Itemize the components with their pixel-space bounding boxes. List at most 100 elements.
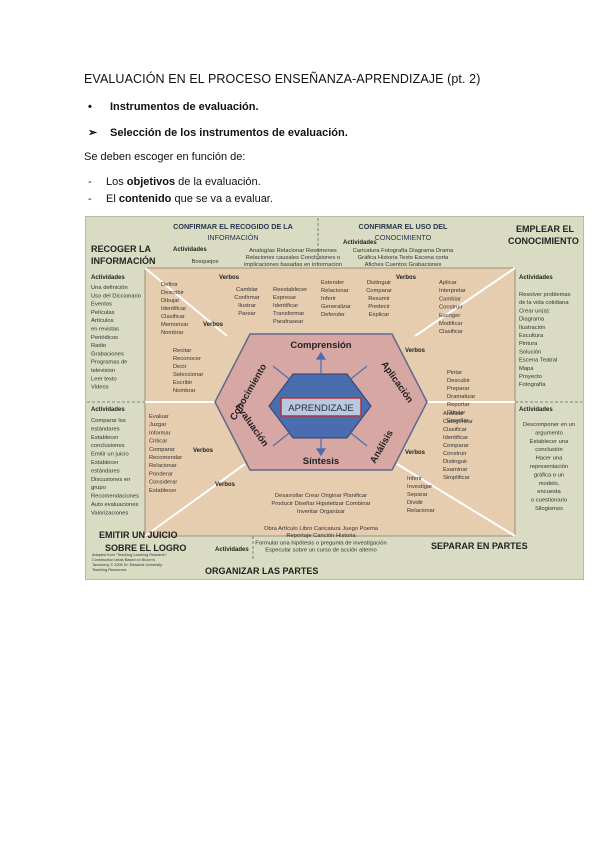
act-tl-line: Radio xyxy=(91,343,106,349)
verb-apl-a-line: Aplicar xyxy=(439,280,457,286)
verb-ana-a-line: Simplificar xyxy=(443,475,470,481)
heading-organizar: ORGANIZAR LAS PARTES xyxy=(205,566,318,576)
act-tmr-line: Afiches Cuentos Grabaciones xyxy=(365,262,442,268)
verb-eval-line: Considerar xyxy=(149,480,177,486)
verb-con-d-line: Reconocer xyxy=(173,356,201,362)
act-tml-line: Analogías Relacionar Resumenes xyxy=(249,248,337,254)
act-mr-line: Hacer una xyxy=(536,456,564,462)
verb-ana-a-line: Clasificar xyxy=(443,427,467,433)
list-text-pre: El xyxy=(106,193,119,205)
act-mr-line: Silogismos xyxy=(535,506,563,512)
act-ml-line: Auto evaluaciones xyxy=(91,502,138,508)
verb-con-a-line: Nombrar xyxy=(161,330,184,336)
label-sintesis: Síntesis xyxy=(303,456,339,467)
act-mr-line: argumento xyxy=(535,430,563,436)
label-verbos-con: Verbos xyxy=(219,275,240,281)
act-tml-line: Relaciones causales Conclusiones o xyxy=(246,255,340,261)
verb-con-d-line: Seleccionar xyxy=(173,372,203,378)
verb-eval-line: Ponderar xyxy=(149,471,173,477)
verb-ana-a-line: Comparar xyxy=(443,443,469,449)
act-tr-line: Fotografía xyxy=(519,382,546,388)
act-mr-line: o cuestionario xyxy=(531,498,567,504)
bullet-text: Selección de los instrumentos de evaluac… xyxy=(110,127,348,139)
act-tl-line: en revistas xyxy=(91,327,119,333)
act-ml-line: Valorizaciones xyxy=(91,510,128,516)
heading-recoger-2: INFORMACIÓN xyxy=(91,255,156,266)
act-mr-line: gráfica o un xyxy=(534,472,564,478)
act-tl-line: Uso del Diccionario xyxy=(91,293,141,299)
act-tml-left-line: Bosquejos xyxy=(191,259,218,265)
verb-comp-b-line: Resumir xyxy=(368,296,390,302)
verb-ana-a-line: Analizar xyxy=(443,411,464,417)
act-tmr-line: Gráfica Historia Texto Escena corta xyxy=(358,255,450,261)
act-bm-line: Reportaje Canción Historia xyxy=(286,533,356,539)
label-actividades-tl: Actividades xyxy=(91,275,125,281)
act-ml-line: grupo xyxy=(91,485,106,491)
verb-eval-line: Recomendar xyxy=(149,455,182,461)
act-tl-line: television xyxy=(91,368,115,374)
act-tl-line: Leer texto xyxy=(91,376,117,382)
act-tl-line: Grabaciones xyxy=(91,351,124,357)
verb-apl-b-line: Descubir xyxy=(447,378,470,384)
act-ml-line: Comparar los xyxy=(91,418,126,424)
page-title: EVALUACIÓN EN EL PROCESO ENSEÑANZA-APREN… xyxy=(84,72,481,86)
verb-apl-b-line: Dramatizar xyxy=(447,394,475,400)
verb-eval-line: Relacionar xyxy=(149,463,177,469)
heading-emplear-1: EMPLEAR EL xyxy=(516,224,575,234)
verb-con-c-line: Identificar xyxy=(273,303,298,309)
label-verbos-sin: Verbos xyxy=(215,482,236,488)
verb-ana-b-line: Dividir xyxy=(407,500,423,506)
verb-comp-a-line: Inferir xyxy=(321,296,336,302)
bullet-item-instrumentos: •Instrumentos de evaluación. xyxy=(88,101,259,113)
heading-emitir-2: SOBRE EL LOGRO xyxy=(105,543,186,553)
center-label: APRENDIZAJE xyxy=(288,403,353,414)
verb-sin-line: Inventar Organizar xyxy=(297,509,345,515)
verb-con-b-line: Confirmar xyxy=(234,295,260,301)
act-tl-line: Videos xyxy=(91,385,109,391)
verb-con-a-line: Describir xyxy=(161,290,184,296)
act-mr-line: encuesta xyxy=(537,489,561,495)
act-ml-line: Establecer xyxy=(91,435,118,441)
act-tr-line: Crear un(a): xyxy=(519,308,551,314)
top-mid-headings: CONFIRMAR EL RECOGIDO DE LA INFORMACIÓN … xyxy=(173,222,448,242)
center-box xyxy=(280,397,362,417)
bloom-taxonomy-diagram: APRENDIZAJE Comprensión Síntesis Aplicac… xyxy=(85,216,584,580)
verb-eval-line: Evaluar xyxy=(149,414,169,420)
verb-apl-a-line: Interpretar xyxy=(439,288,466,294)
act-bm-line: Formular una hipótesis o pregunta de inv… xyxy=(255,540,386,546)
corner-headings: RECOGER LA INFORMACIÓN EMPLEAR EL CONOCI… xyxy=(91,224,579,576)
verb-comp-b-line: Comparar xyxy=(366,288,392,294)
verb-comp-b-line: Explicar xyxy=(369,312,390,318)
verb-comp-a-line: Relacionar xyxy=(321,288,349,294)
list-text-pre: Los xyxy=(106,176,127,188)
verbos-labels: Verbos Verbos Verbos Verbos Verbos Verbo… xyxy=(193,275,426,488)
act-tl-line: Eventos xyxy=(91,302,112,308)
act-tr-line: Escena Teatral xyxy=(519,358,557,364)
heading-confirmar-uso-2: CONOCIMIENTO xyxy=(375,233,432,242)
list-text-bold: contenido xyxy=(118,193,172,205)
verb-ana-b-line: Investigar xyxy=(407,484,432,490)
heading-separar: SEPARAR EN PARTES xyxy=(431,541,528,551)
verb-apl-a-line: Escoger xyxy=(439,313,460,319)
act-tr-line: Diagrama xyxy=(519,317,545,323)
verb-con-d-line: Nombrar xyxy=(173,388,196,394)
act-tl-line: Periódicos xyxy=(91,335,118,341)
credit-line: Adapted from "Teaching Learning Research… xyxy=(92,553,168,557)
corner-connectors xyxy=(144,267,516,537)
verb-con-b-line: Ilustrar xyxy=(238,303,256,309)
verb-con-a-line: Memorizar xyxy=(161,322,188,328)
actividades-labels: Actividades Actividades Actividades Acti… xyxy=(91,240,553,553)
verb-apl-b-line: Dibujar xyxy=(447,410,465,416)
verb-ana-a-line: Categorizar xyxy=(443,419,473,425)
act-tml-line: implicaciones basadas en informacion xyxy=(244,262,342,268)
list-item-objetivos: -Los objetivos de la evaluación. xyxy=(88,176,261,188)
credit-line: Teaching Resources xyxy=(92,568,127,572)
verb-ana-b-line: Relacionar xyxy=(407,508,435,514)
verb-apl-b-line: Enseñar xyxy=(447,418,469,424)
label-actividades-bm: Actividades xyxy=(215,547,249,553)
arrows xyxy=(272,351,368,457)
act-tr-line: Escultura xyxy=(519,333,544,339)
act-tr-line: Proyecto xyxy=(519,374,542,380)
act-mr-line: representación xyxy=(530,464,568,470)
